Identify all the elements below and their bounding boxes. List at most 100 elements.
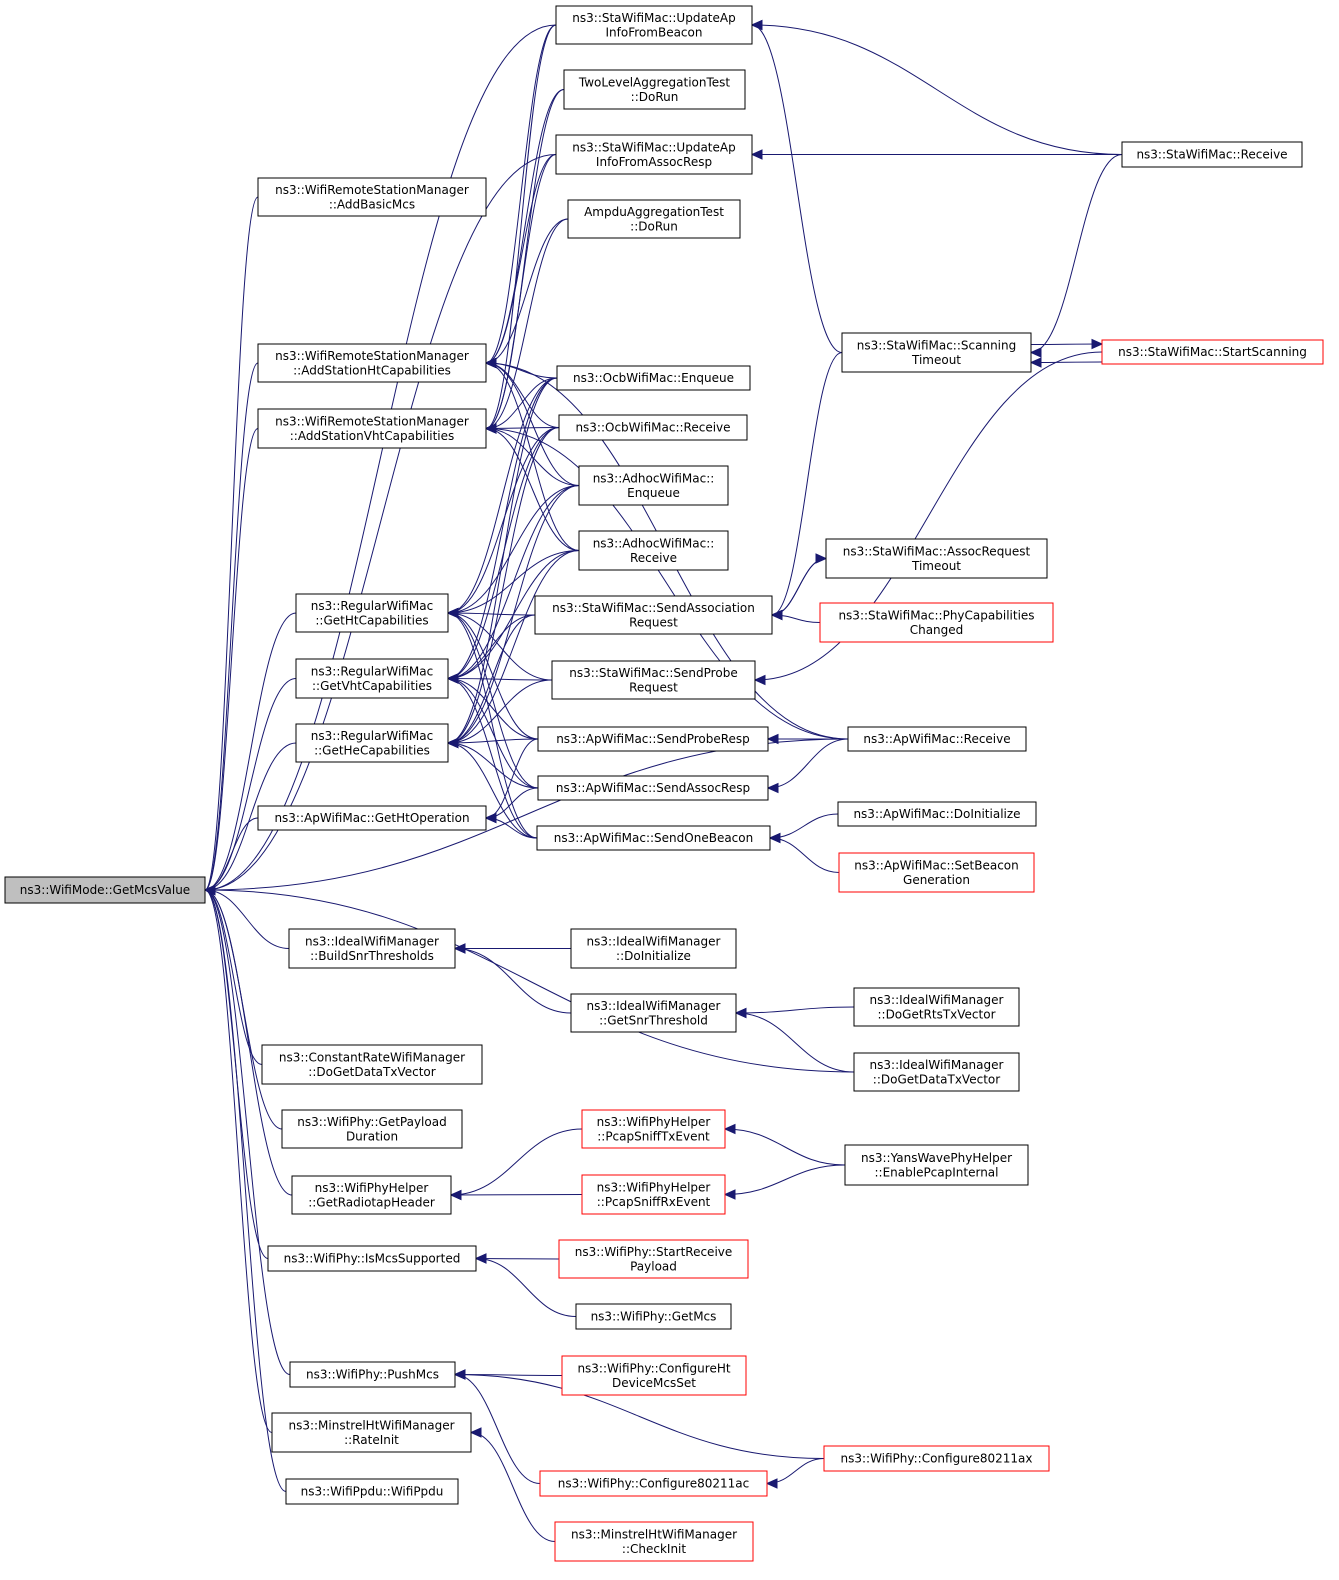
node-ns3-wifiphyhelper-pcapsnifftxevent[interactable]: ns3::WifiPhyHelper::PcapSniffTxEvent (581, 1109, 726, 1149)
node-ns3-wifiphy-pushmcs[interactable]: ns3::WifiPhy::PushMcs (289, 1361, 456, 1388)
node-ns3-idealwifimanager-dogetdatatxvector[interactable]: ns3::IdealWifiManager::DoGetDataTxVector (853, 1052, 1020, 1092)
node-box[interactable] (261, 1044, 483, 1085)
node-box[interactable] (555, 134, 753, 175)
node-box[interactable] (841, 332, 1032, 373)
node-ns3-wifiphy-configure80211ax[interactable]: ns3::WifiPhy::Configure80211ax (823, 1445, 1050, 1472)
node-ampduaggregationtest-dorun[interactable]: AmpduAggregationTest::DoRun (567, 199, 741, 239)
node-box[interactable] (295, 658, 449, 699)
node-ns3-regularwifimac-gethtcapabilities[interactable]: ns3::RegularWifiMac::GetHtCapabilities (295, 593, 449, 633)
node-box[interactable] (295, 593, 449, 633)
node-ns3-idealwifimanager-dogetrtstxvector[interactable]: ns3::IdealWifiManager::DoGetRtsTxVector (853, 987, 1020, 1027)
node-box[interactable] (257, 343, 487, 383)
node-box[interactable] (1101, 339, 1324, 365)
node-ns3-apwifimac-sendproberesp[interactable]: ns3::ApWifiMac::SendProbeResp (537, 726, 769, 752)
node-ns3-apwifimac-gethtoperation[interactable]: ns3::ApWifiMac::GetHtOperation (257, 805, 487, 831)
node-box[interactable] (558, 414, 748, 441)
node-box[interactable] (4, 876, 206, 904)
node-ns3-regularwifimac-gethecapabilities[interactable]: ns3::RegularWifiMac::GetHeCapabilities (295, 723, 449, 763)
node-box[interactable] (578, 530, 729, 571)
node-box[interactable] (1121, 141, 1303, 168)
node-ns3-wifiphyhelper-getradiotapheader[interactable]: ns3::WifiPhyHelper::GetRadiotapHeader (291, 1175, 452, 1215)
node-box[interactable] (825, 538, 1048, 579)
node-ns3-constantratewifimanager-dogetdatatxvector[interactable]: ns3::ConstantRateWifiManager::DoGetDataT… (261, 1044, 483, 1085)
node-ns3-wifiremotestationmanager-addbasicmcs[interactable]: ns3::WifiRemoteStationManager::AddBasicM… (257, 177, 487, 217)
node-box[interactable] (561, 1355, 747, 1396)
node-box[interactable] (853, 987, 1020, 1027)
node-box[interactable] (539, 1470, 768, 1497)
node-box[interactable] (555, 5, 753, 45)
node-box[interactable] (554, 1521, 754, 1562)
node-ns3-apwifimac-sendonebeacon[interactable]: ns3::ApWifiMac::SendOneBeacon (536, 825, 771, 851)
node-box[interactable] (575, 1303, 732, 1330)
node-box[interactable] (271, 1412, 472, 1453)
node-box[interactable] (823, 1445, 1050, 1472)
node-ns3-ocbwifimac-receive[interactable]: ns3::OcbWifiMac::Receive (558, 414, 748, 441)
node-box[interactable] (581, 1109, 726, 1149)
node-ns3-regularwifimac-getvhtcapabilities[interactable]: ns3::RegularWifiMac::GetVhtCapabilities (295, 658, 449, 699)
node-box[interactable] (291, 1175, 452, 1215)
node-box[interactable] (537, 726, 769, 752)
node-ns3-wifiremotestationmanager-addstationhtcapabilities[interactable]: ns3::WifiRemoteStationManager::AddStatio… (257, 343, 487, 383)
node-box[interactable] (281, 1109, 463, 1149)
node-box[interactable] (534, 595, 773, 635)
node-box[interactable] (289, 1361, 456, 1388)
node-box[interactable] (581, 1174, 726, 1215)
node-ns3-apwifimac-receive[interactable]: ns3::ApWifiMac::Receive (847, 726, 1027, 752)
node-ns3-minstrelhtwifimanager-checkinit[interactable]: ns3::MinstrelHtWifiManager::CheckInit (554, 1521, 754, 1562)
node-ns3-idealwifimanager-buildsnrthresholds[interactable]: ns3::IdealWifiManager::BuildSnrThreshold… (288, 928, 456, 969)
node-box[interactable] (844, 1144, 1029, 1186)
node-ns3-apwifimac-doinitialize[interactable]: ns3::ApWifiMac::DoInitialize (837, 801, 1037, 827)
node-ns3-apwifimac-sendassocresp[interactable]: ns3::ApWifiMac::SendAssocResp (537, 775, 769, 801)
node-ns3-stawifimac-receive[interactable]: ns3::StaWifiMac::Receive (1121, 141, 1303, 168)
node-ns3-wifiphy-getmcs[interactable]: ns3::WifiPhy::GetMcs (575, 1303, 732, 1330)
node-ns3-ocbwifimac-enqueue[interactable]: ns3::OcbWifiMac::Enqueue (556, 365, 751, 391)
node-ns3-yanswavephyhelper-enablepcapinternal[interactable]: ns3::YansWavePhyHelper::EnablePcapIntern… (844, 1144, 1029, 1186)
node-ns3-adhocwifimac-receive[interactable]: ns3::AdhocWifiMac::Receive (578, 530, 729, 571)
node-box[interactable] (837, 801, 1037, 827)
node-ns3-minstrelhtwifimanager-rateinit[interactable]: ns3::MinstrelHtWifiManager::RateInit (271, 1412, 472, 1453)
node-box[interactable] (567, 199, 741, 239)
node-box[interactable] (558, 1239, 749, 1279)
node-box[interactable] (257, 177, 487, 217)
node-ns3-wifippdu-wifippdu[interactable]: ns3::WifiPpdu::WifiPpdu (285, 1478, 459, 1505)
node-box[interactable] (819, 602, 1054, 643)
node-ns3-idealwifimanager-doinitialize[interactable]: ns3::IdealWifiManager::DoInitialize (570, 928, 737, 969)
node-box[interactable] (285, 1478, 459, 1505)
node-box[interactable] (288, 928, 456, 969)
node-ns3-stawifimac-updateapinfofromassocresp[interactable]: ns3::StaWifiMac::UpdateApInfoFromAssocRe… (555, 134, 753, 175)
node-box[interactable] (563, 69, 746, 110)
node-box[interactable] (556, 365, 751, 391)
node-box[interactable] (853, 1052, 1020, 1092)
node-box[interactable] (838, 852, 1035, 893)
node-box[interactable] (570, 928, 737, 969)
node-ns3-stawifimac-startscanning[interactable]: ns3::StaWifiMac::StartScanning (1101, 339, 1324, 365)
node-box[interactable] (295, 723, 449, 763)
node-box[interactable] (536, 825, 771, 851)
node-ns3-wifiphyhelper-pcapsniffrxevent[interactable]: ns3::WifiPhyHelper::PcapSniffRxEvent (581, 1174, 726, 1215)
node-ns3-wifiphy-configure80211ac[interactable]: ns3::WifiPhy::Configure80211ac (539, 1470, 768, 1497)
node-ns3-wifiremotestationmanager-addstationvhtcapabilities[interactable]: ns3::WifiRemoteStationManager::AddStatio… (257, 408, 487, 449)
node-ns3-adhocwifimac-enqueue[interactable]: ns3::AdhocWifiMac::Enqueue (578, 465, 729, 506)
node-box[interactable] (551, 660, 756, 700)
node-box[interactable] (570, 993, 737, 1033)
node-box[interactable] (257, 408, 487, 449)
node-twolevelaggregationtest-dorun[interactable]: TwoLevelAggregationTest::DoRun (563, 69, 746, 110)
node-box[interactable] (257, 805, 487, 831)
node-box[interactable] (578, 465, 729, 506)
node-box[interactable] (267, 1245, 477, 1272)
node-box[interactable] (847, 726, 1027, 752)
node-ns3-wifimode-getmcsvalue[interactable]: ns3::WifiMode::GetMcsValue (4, 876, 206, 904)
node-box[interactable] (537, 775, 769, 801)
node-ns3-wifiphy-ismcssupported[interactable]: ns3::WifiPhy::IsMcsSupported (267, 1245, 477, 1272)
node-ns3-idealwifimanager-getsnrthreshold[interactable]: ns3::IdealWifiManager::GetSnrThreshold (570, 993, 737, 1033)
